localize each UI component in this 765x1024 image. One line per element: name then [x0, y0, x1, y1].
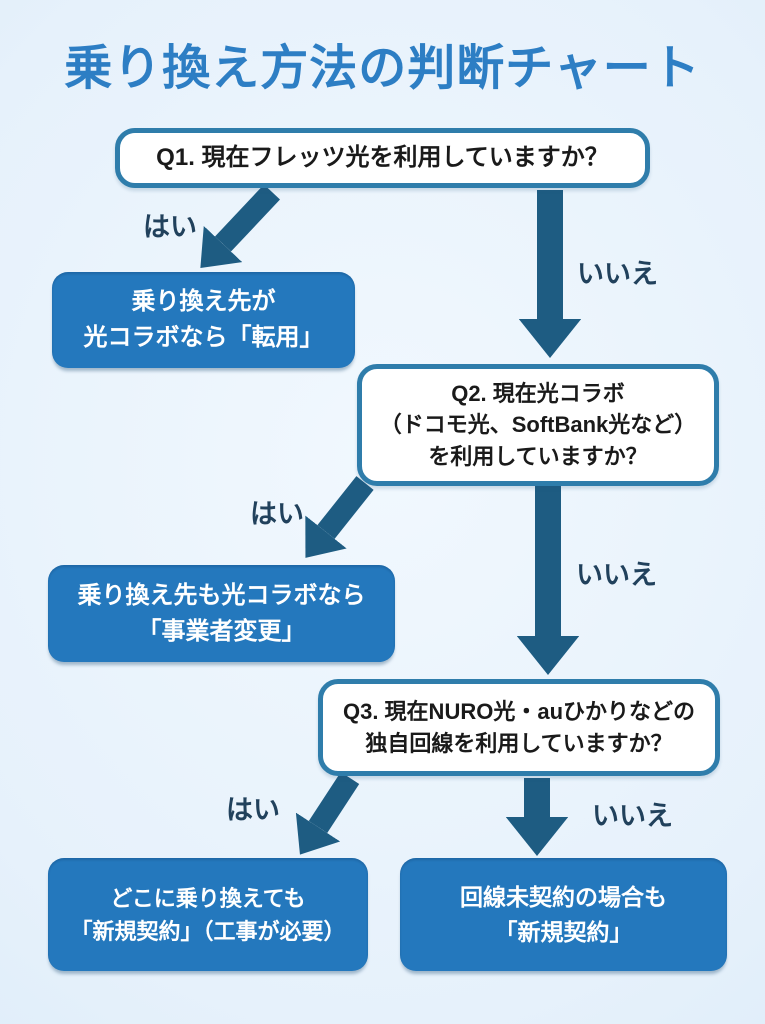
result-box-tenyou: 乗り換え先が 光コラボなら「転用」	[52, 272, 355, 368]
question-q2-line3: を利用していますか？	[428, 443, 648, 469]
branch-label-no-q3: いいえ	[592, 801, 673, 831]
branch-label-yes-q3: はい	[226, 795, 280, 825]
branch-label-no-q2: いいえ	[576, 560, 657, 590]
arrow-q3-yes-icon	[295, 771, 360, 855]
result-box-shinki-keiyaku-kouji: どこに乗り換えても 「新規契約」（工事が必要）	[48, 858, 368, 971]
result-shinki-kouji-line2: 「新規契約」（工事が必要）	[70, 918, 346, 944]
branch-label-no-q1: いいえ	[577, 259, 658, 289]
question-q2-line2: （ドコモ光、SoftBank光など）	[379, 412, 697, 438]
chart-title: 乗り換え方法の判断チャート	[64, 42, 701, 95]
result-tenyou-line1: 乗り換え先が	[131, 288, 276, 315]
branch-label-yes-q1: はい	[143, 212, 197, 242]
result-box-shinki-keiyaku: 回線未契約の場合も 「新規契約」	[400, 858, 727, 971]
question-q3-line1: Q3. 現在NURO光・auひかりなどの	[342, 699, 696, 725]
arrow-q2-yes-icon	[305, 476, 374, 558]
question-q2-line1: Q2. 現在光コラボ	[451, 381, 625, 407]
result-jigyousha-line1: 乗り換え先も光コラボなら	[77, 581, 366, 609]
result-jigyousha-line2: 「事業者変更」	[137, 617, 306, 645]
arrow-q1-yes-icon	[200, 184, 281, 269]
result-tenyou-line2: 光コラボなら「転用」	[83, 324, 324, 351]
question-q3-line2: 独自回線を利用していますか？	[365, 730, 673, 756]
result-shinki-kouji-line1: どこに乗り換えても	[110, 885, 306, 911]
branch-label-yes-q2: はい	[250, 499, 304, 529]
question-box-q3: Q3. 現在NURO光・auひかりなどの 独自回線を利用していますか？	[318, 679, 720, 776]
result-shinki-line2: 「新規契約」	[494, 918, 633, 945]
question-box-q1: Q1. 現在フレッツ光を利用していますか？	[115, 128, 650, 188]
question-q1-text: Q1. 現在フレッツ光を利用していますか？	[156, 143, 609, 171]
result-box-jigyousha-henkou: 乗り換え先も光コラボなら 「事業者変更」	[48, 565, 395, 662]
question-box-q2: Q2. 現在光コラボ （ドコモ光、SoftBank光など） を利用していますか？	[357, 364, 719, 486]
result-shinki-line1: 回線未契約の場合も	[460, 884, 667, 910]
